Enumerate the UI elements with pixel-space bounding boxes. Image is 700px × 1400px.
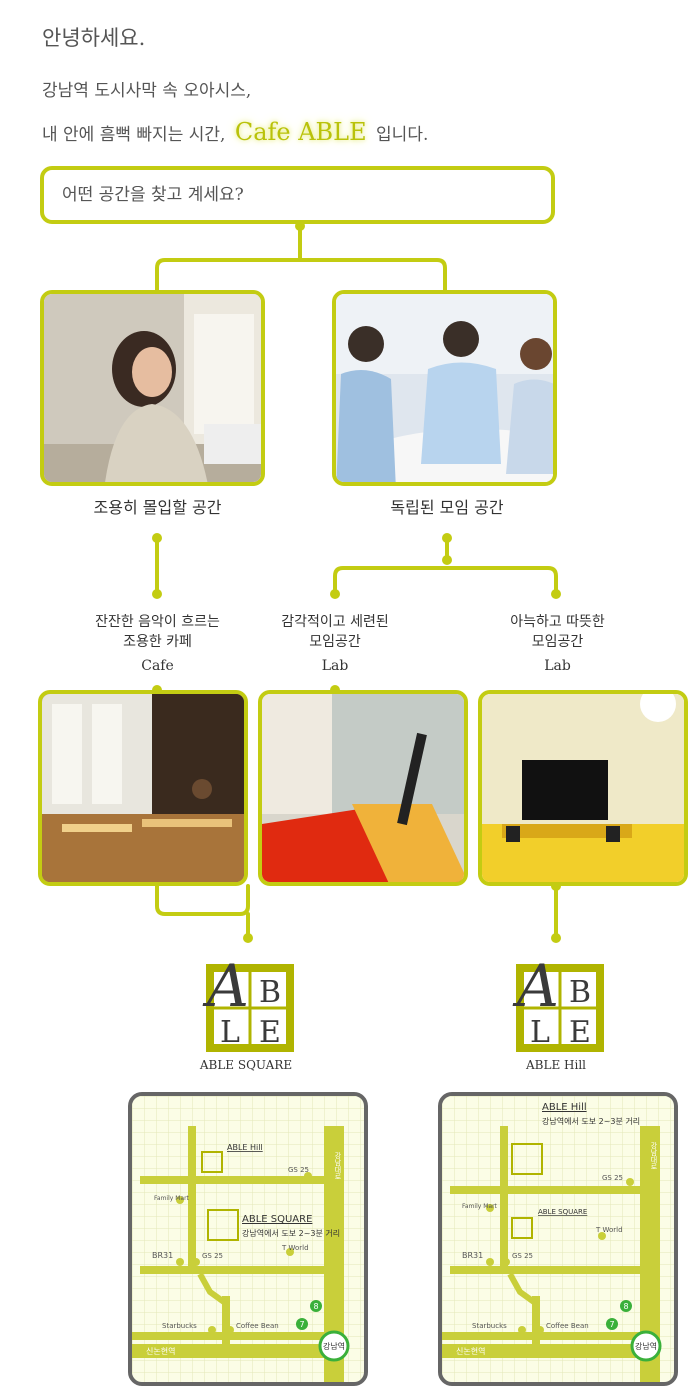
logo-letter-b: B — [259, 975, 281, 1010]
map2-gangnam-daero: 강남대로 — [650, 1141, 658, 1170]
map1-hill-logo — [201, 1151, 223, 1173]
map1-gangnam: 강남역 — [323, 1341, 345, 1351]
photo-woman-phone-art — [44, 294, 261, 482]
brand-name: Cafe ABLE — [234, 118, 367, 146]
intro-line-1: 강남역 도시사막 속 오아시스, — [42, 81, 252, 101]
map-able-square[interactable]: ABLE Hill ABLE SQUARE 강남역에서 도보 2~3분 거리 G… — [128, 1092, 368, 1386]
map2-hill-logo — [511, 1143, 543, 1175]
space-desc-lab2-2: 모임공간 — [531, 634, 584, 650]
intro-line-2: 내 안에 흠뻑 빠지는 시간, Cafe ABLE 입니다. — [42, 118, 428, 146]
photo-lab-red[interactable] — [258, 690, 468, 886]
space-tag-cafe: Cafe — [141, 658, 174, 674]
photo-cafe-interior-art — [42, 694, 244, 882]
space-tag-lab1: Lab — [321, 658, 349, 674]
map2-tworld: T World — [595, 1226, 623, 1234]
map2-exit7: 7 — [609, 1320, 614, 1329]
map2-br31: BR31 — [462, 1251, 483, 1260]
space-desc-cafe-2: 조용한 카페 — [123, 634, 192, 650]
map2-sinnonhyeon: 신논현역 — [456, 1346, 485, 1356]
map2-gangnam: 강남역 — [635, 1341, 657, 1351]
map1-exit7: 7 — [299, 1320, 304, 1329]
map1-hill-label: ABLE Hill — [227, 1143, 263, 1152]
map1-exit8: 8 — [313, 1302, 318, 1311]
space-desc-lab2-1: 아늑하고 따뜻한 — [510, 614, 605, 630]
map1-gs25-mid: GS 25 — [202, 1252, 223, 1260]
space-desc-lab1-2: 모임공간 — [309, 634, 361, 650]
space-desc-cafe: 잔잔한 음악이 흐르는 조용한 카페 — [70, 612, 245, 652]
map1-tworld: T World — [281, 1244, 309, 1252]
map1-gangnam-daero: 강남대로 — [334, 1151, 342, 1180]
map2-gs25-mid: GS 25 — [512, 1252, 533, 1260]
photo-meeting-art — [336, 294, 553, 482]
photo-lab-yellow[interactable] — [478, 690, 688, 886]
photo-lab-yellow-art — [482, 694, 684, 882]
map1-sinnonhyeon: 신논현역 — [146, 1346, 175, 1356]
map-icon: ABLE Hill ABLE SQUARE 강남역에서 도보 2~3분 거리 G… — [132, 1096, 364, 1382]
map1-square-logo — [207, 1209, 239, 1241]
option-meeting[interactable]: 독립된 모임 공간 — [390, 498, 504, 517]
intro-line-2-pre: 내 안에 흠뻑 빠지는 시간, — [42, 125, 226, 145]
intro-line-2-post: 입니다. — [376, 125, 429, 145]
photo-cafe-interior[interactable] — [38, 690, 248, 886]
map2-coffee-bean: Coffee Bean — [546, 1322, 589, 1330]
photo-woman-phone[interactable] — [40, 290, 265, 486]
logo-able-hill[interactable]: B L E A — [506, 950, 606, 1052]
location-name-hill: ABLE Hill — [525, 1058, 586, 1072]
map2-square-label: ABLE SQUARE — [538, 1208, 587, 1216]
logo-letter-e: E — [569, 1015, 591, 1050]
map1-starbucks: Starbucks — [162, 1322, 197, 1330]
logo-letter-a: A — [202, 952, 249, 1020]
logo-a-icon: B L E A — [512, 952, 604, 1052]
greeting: 안녕하세요. — [42, 26, 146, 50]
photo-meeting[interactable] — [332, 290, 557, 486]
map2-gs25-top: GS 25 — [602, 1174, 623, 1182]
logo-letter-l: L — [530, 1015, 550, 1050]
map-able-hill[interactable]: ABLE Hill 강남역에서 도보 2~3분 거리 ABLE SQUARE G… — [438, 1092, 678, 1386]
map2-starbucks: Starbucks — [472, 1322, 507, 1330]
map1-coffee-bean: Coffee Bean — [236, 1322, 279, 1330]
map1-family-mart: Family Mart — [154, 1195, 190, 1202]
logo-letter-a: A — [512, 952, 559, 1020]
map-icon: ABLE Hill 강남역에서 도보 2~3분 거리 ABLE SQUARE G… — [442, 1096, 674, 1382]
space-desc-lab2: 아늑하고 따뜻한 모임공간 — [475, 612, 640, 652]
space-desc-lab1: 감각적이고 세련된 모임공간 — [255, 612, 415, 652]
logo-able-square[interactable]: B L E A — [196, 950, 296, 1052]
map2-exit8: 8 — [623, 1302, 628, 1311]
logo-letter-e: E — [259, 1015, 281, 1050]
photo-lab-red-art — [262, 694, 464, 882]
space-desc-cafe-1: 잔잔한 음악이 흐르는 — [95, 614, 220, 630]
map1-walk-label: 강남역에서 도보 2~3분 거리 — [242, 1228, 340, 1238]
space-desc-lab1-1: 감각적이고 세련된 — [281, 614, 389, 630]
map2-hill-label: ABLE Hill — [542, 1102, 587, 1113]
map2-family-mart: Family Mart — [462, 1203, 498, 1210]
logo-letter-b: B — [569, 975, 591, 1010]
option-quiet[interactable]: 조용히 몰입할 공간 — [93, 498, 222, 517]
map2-walk-label: 강남역에서 도보 2~3분 거리 — [542, 1116, 640, 1126]
location-name-square: ABLE SQUARE — [199, 1058, 293, 1072]
map1-square-label: ABLE SQUARE — [242, 1214, 312, 1225]
logo-letter-l: L — [220, 1015, 240, 1050]
map1-br31: BR31 — [152, 1251, 173, 1260]
space-tag-lab2: Lab — [544, 658, 571, 674]
logo-a-icon: B L E A — [202, 952, 294, 1052]
map1-gs25-top: GS 25 — [288, 1166, 309, 1174]
map2-square-logo — [511, 1217, 533, 1239]
